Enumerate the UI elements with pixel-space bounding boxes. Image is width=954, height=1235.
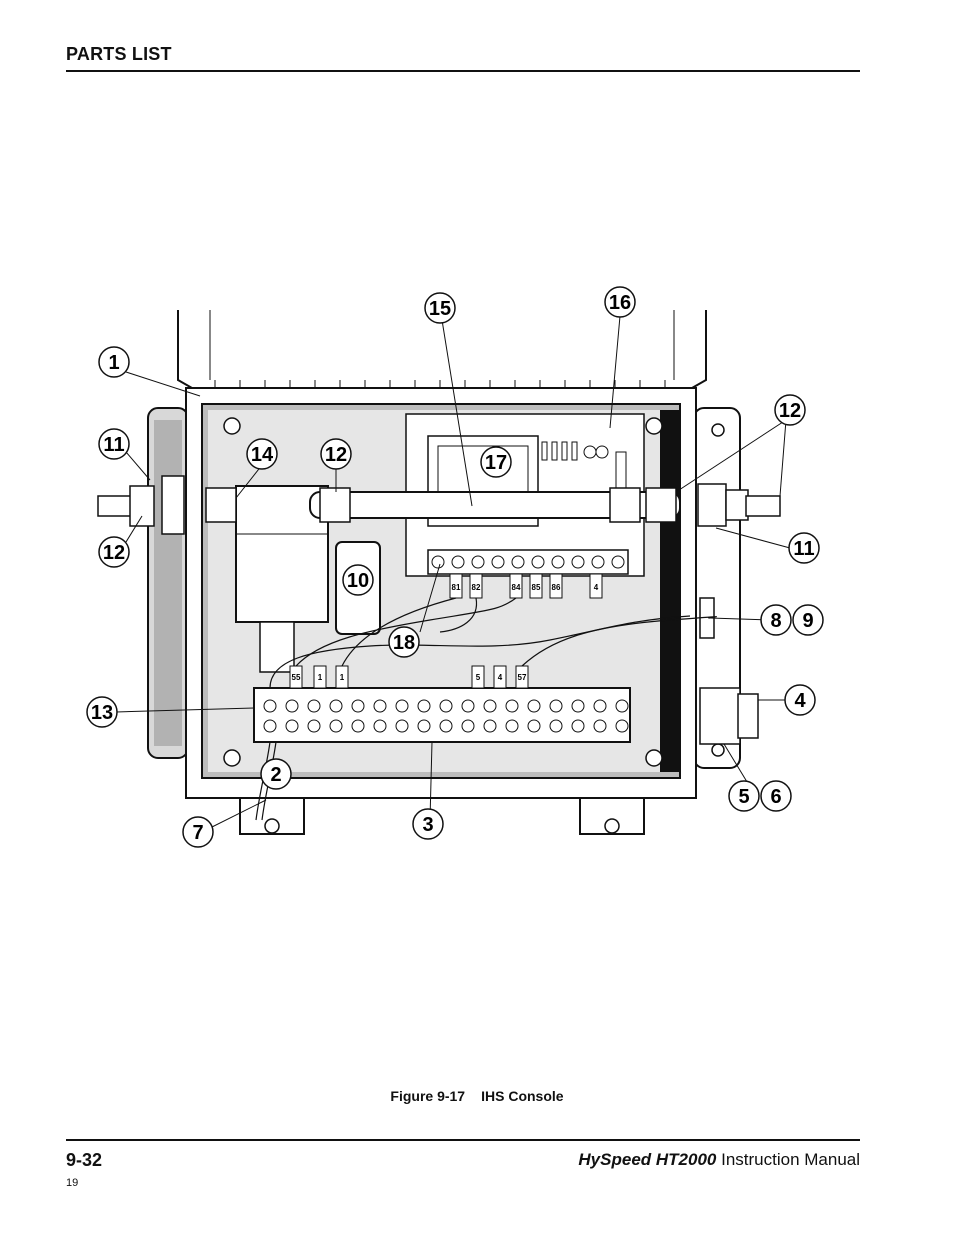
header-rule [66, 70, 860, 72]
figure-caption: Figure 9-17 IHS Console [0, 1088, 954, 1104]
callout-11-right: 11 [793, 538, 814, 560]
terminal-label: 4 [594, 583, 599, 592]
callout-13: 13 [91, 702, 113, 724]
callout-1: 1 [108, 352, 119, 374]
page-code: 19 [66, 1177, 79, 1189]
callout-16: 16 [609, 292, 631, 314]
page-number: 9-32 [66, 1150, 103, 1170]
terminal-label: 81 [452, 583, 461, 592]
callout-10: 10 [347, 570, 369, 592]
callout-4: 4 [794, 690, 806, 712]
callout-11-left: 11 [103, 434, 124, 456]
callout-6: 6 [770, 786, 781, 808]
ihs-console-drawing: 81 82 84 85 86 4 [86, 286, 824, 848]
terminal-label: 86 [552, 583, 561, 592]
terminal-label: 84 [512, 583, 521, 592]
terminal-label: 1 [340, 673, 345, 682]
terminal-label: 82 [472, 583, 481, 592]
terminal-label: 55 [292, 673, 301, 682]
terminal-label: 1 [318, 673, 323, 682]
product-name: HySpeed HT2000 [578, 1150, 717, 1169]
callout-12-center: 12 [325, 444, 347, 466]
manual-name: Instruction Manual [721, 1150, 860, 1169]
callout-7: 7 [192, 822, 203, 844]
figure-title: IHS Console [481, 1088, 564, 1104]
callout-8: 8 [770, 610, 781, 632]
callout-12-right: 12 [779, 400, 801, 422]
callout-12-left: 12 [103, 542, 125, 564]
manual-title: HySpeed HT2000 Instruction Manual [578, 1150, 860, 1170]
terminal-label: 85 [532, 583, 541, 592]
terminal-label: 4 [498, 673, 503, 682]
footer-rule [66, 1139, 860, 1141]
terminal-label: 57 [518, 673, 527, 682]
callout-15: 15 [429, 298, 451, 320]
callout-9: 9 [802, 610, 813, 632]
callout-17: 17 [485, 452, 507, 474]
callout-2: 2 [270, 764, 281, 786]
callout-18: 18 [393, 632, 415, 654]
ihs-console-figure: 81 82 84 85 86 4 [70, 280, 870, 870]
figure-number: Figure 9-17 [390, 1088, 466, 1104]
callout-5: 5 [738, 786, 749, 808]
section-title: PARTS LIST [66, 44, 172, 64]
callout-14: 14 [251, 444, 274, 466]
terminal-label: 5 [476, 673, 481, 682]
callout-3: 3 [422, 814, 433, 836]
